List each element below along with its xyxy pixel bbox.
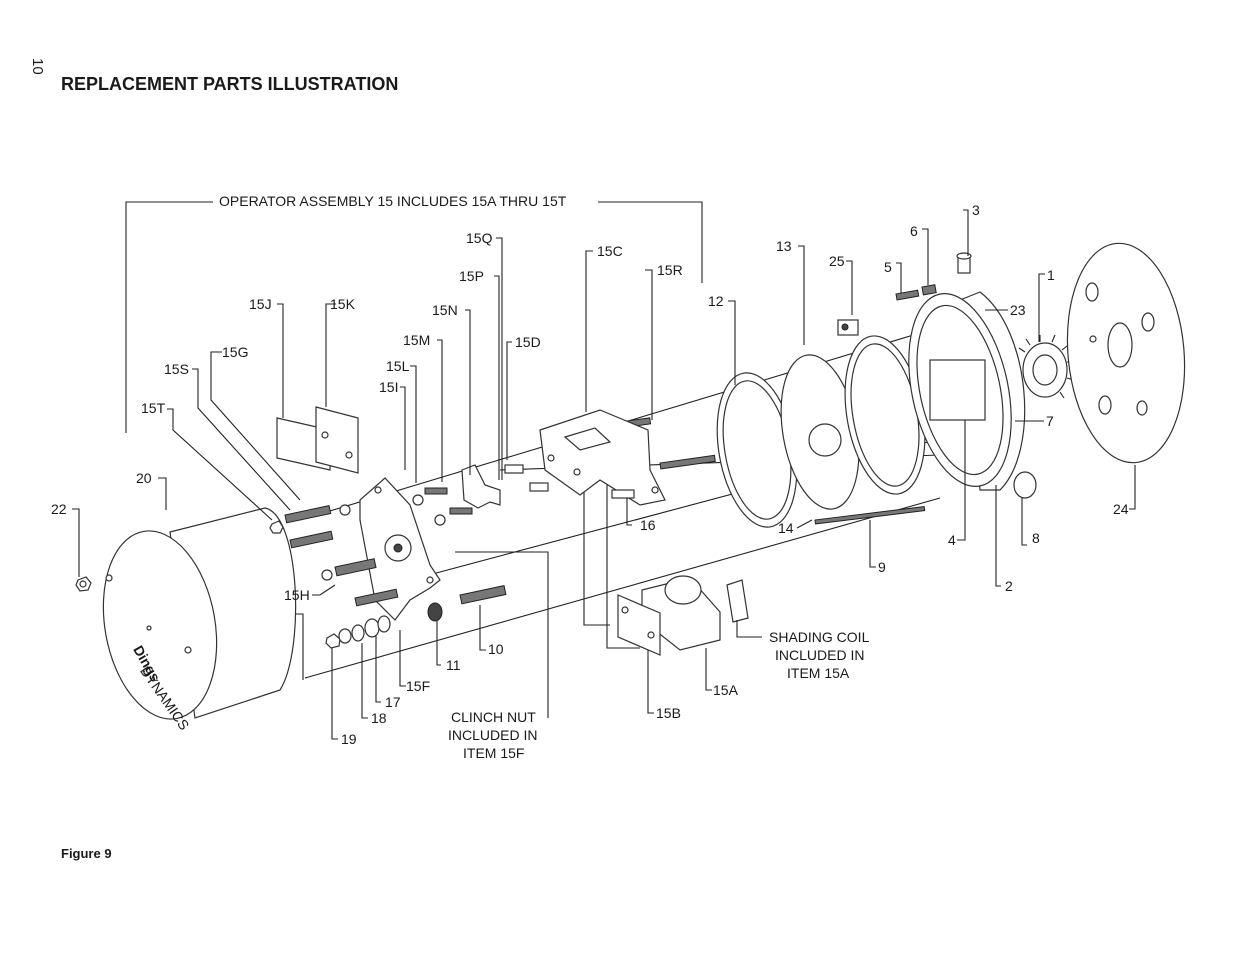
label-15S: 15S [164, 361, 189, 377]
operator-assembly-bracket: OPERATOR ASSEMBLY 15 INCLUDES 15A THRU 1… [125, 193, 703, 433]
label-1: 1 [1047, 267, 1055, 283]
label-15I: 15I [379, 379, 398, 395]
label-25: 25 [829, 253, 845, 269]
label-19: 19 [341, 731, 357, 747]
label-7: 7 [1046, 413, 1054, 429]
label-15H: 15H [284, 587, 310, 603]
coil-15a [617, 575, 749, 656]
leader-lines [72, 209, 1136, 740]
clinch-nut-note: CLINCH NUT INCLUDED IN ITEM 15F [448, 709, 537, 761]
acorn-nut [75, 576, 92, 592]
label-15R: 15R [657, 262, 683, 278]
label-15M: 15M [403, 332, 430, 348]
gear-1 [1018, 334, 1075, 399]
svg-text:INCLUDED IN: INCLUDED IN [775, 647, 864, 663]
label-17: 17 [385, 694, 401, 710]
label-15J: 15J [249, 296, 272, 312]
svg-text:SHADING COIL: SHADING COIL [769, 629, 870, 645]
operator-plate [359, 477, 441, 621]
label-15D: 15D [515, 334, 541, 350]
label-2: 2 [1005, 578, 1013, 594]
label-13: 13 [776, 238, 792, 254]
label-15L: 15L [386, 358, 410, 374]
label-11: 11 [446, 657, 461, 673]
label-15T: 15T [141, 400, 166, 416]
bracket-15p [461, 464, 501, 509]
label-15A: 15A [713, 682, 739, 698]
operator-assembly-note: OPERATOR ASSEMBLY 15 INCLUDES 15A THRU 1… [219, 193, 567, 209]
label-12: 12 [708, 293, 724, 309]
washer-stack [325, 615, 391, 649]
springs-and-studs [269, 417, 926, 622]
label-16: 16 [640, 517, 656, 533]
label-15B: 15B [656, 705, 681, 721]
label-9: 9 [878, 559, 886, 575]
blocks-15j-15k [276, 406, 359, 474]
figure-caption: Figure 9 [61, 846, 112, 861]
label-18: 18 [371, 710, 387, 726]
label-23: 23 [1010, 302, 1026, 318]
label-5: 5 [884, 259, 892, 275]
label-15F: 15F [406, 678, 430, 694]
page-title: REPLACEMENT PARTS ILLUSTRATION [61, 74, 399, 94]
cover-housing: Dings DYNAMICS [102, 507, 297, 733]
label-15G: 15G [222, 344, 248, 360]
svg-text:ITEM 15F: ITEM 15F [463, 745, 524, 761]
label-15K: 15K [330, 296, 356, 312]
svg-text:INCLUDED IN: INCLUDED IN [448, 727, 537, 743]
svg-text:CLINCH NUT: CLINCH NUT [451, 709, 536, 725]
rings-12-13 [716, 335, 926, 528]
part-labels: 3 6 5 25 13 12 1 23 7 8 4 2 24 9 14 15R … [51, 202, 1129, 747]
label-15P: 15P [459, 268, 484, 284]
label-20: 20 [136, 470, 152, 486]
shading-coil-note: SHADING COIL INCLUDED IN ITEM 15A [769, 629, 870, 681]
label-10: 10 [488, 641, 504, 657]
label-15Q: 15Q [466, 230, 493, 246]
label-14: 14 [778, 520, 794, 536]
disc-24 [1066, 242, 1186, 464]
label-24: 24 [1113, 501, 1129, 517]
small-parts-top [837, 252, 972, 336]
main-housing [908, 291, 1037, 499]
svg-text:ITEM 15A: ITEM 15A [787, 665, 850, 681]
label-15N: 15N [432, 302, 458, 318]
label-4: 4 [948, 532, 956, 548]
label-8: 8 [1032, 530, 1040, 546]
label-6: 6 [910, 223, 918, 239]
label-15C: 15C [597, 243, 623, 259]
label-22: 22 [51, 501, 67, 517]
label-3: 3 [972, 202, 980, 218]
bracket-15c [504, 409, 666, 506]
